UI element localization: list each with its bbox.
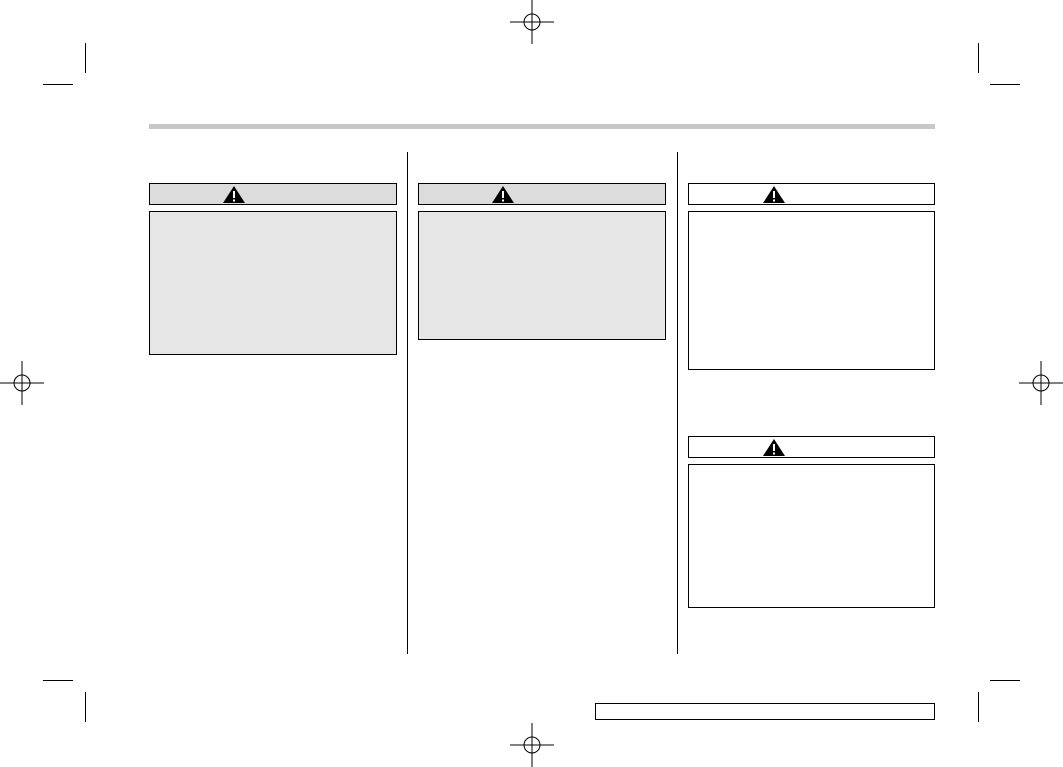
crop-mark-top-left-horizontal xyxy=(43,84,73,85)
warning-header xyxy=(418,183,666,205)
warning-triangle-icon xyxy=(223,186,245,203)
warning-triangle-icon xyxy=(763,439,785,456)
warning-header xyxy=(688,436,935,458)
registration-mark-right xyxy=(1019,361,1063,405)
crop-mark-top-left-vertical xyxy=(85,43,86,73)
crop-mark-top-right-horizontal xyxy=(990,84,1020,85)
column-divider-right xyxy=(677,152,678,654)
crop-mark-top-right-vertical xyxy=(978,43,979,73)
registration-mark-bottom xyxy=(510,723,554,767)
warning-body xyxy=(418,211,666,340)
registration-mark-left xyxy=(0,361,44,405)
warning-body xyxy=(688,211,935,370)
warning-body xyxy=(688,464,935,608)
warning-triangle-icon xyxy=(763,186,785,203)
warning-body xyxy=(149,211,397,355)
page-number-box xyxy=(595,703,935,720)
registration-mark-top xyxy=(510,0,554,44)
crop-mark-bottom-left-horizontal xyxy=(43,680,73,681)
header-rule xyxy=(149,124,935,129)
warning-header xyxy=(149,183,397,205)
crop-mark-bottom-right-horizontal xyxy=(990,680,1020,681)
crop-mark-bottom-left-vertical xyxy=(85,692,86,722)
warning-triangle-icon xyxy=(492,186,514,203)
column-divider-left xyxy=(407,152,408,654)
crop-mark-bottom-right-vertical xyxy=(978,692,979,722)
warning-header xyxy=(688,183,935,205)
